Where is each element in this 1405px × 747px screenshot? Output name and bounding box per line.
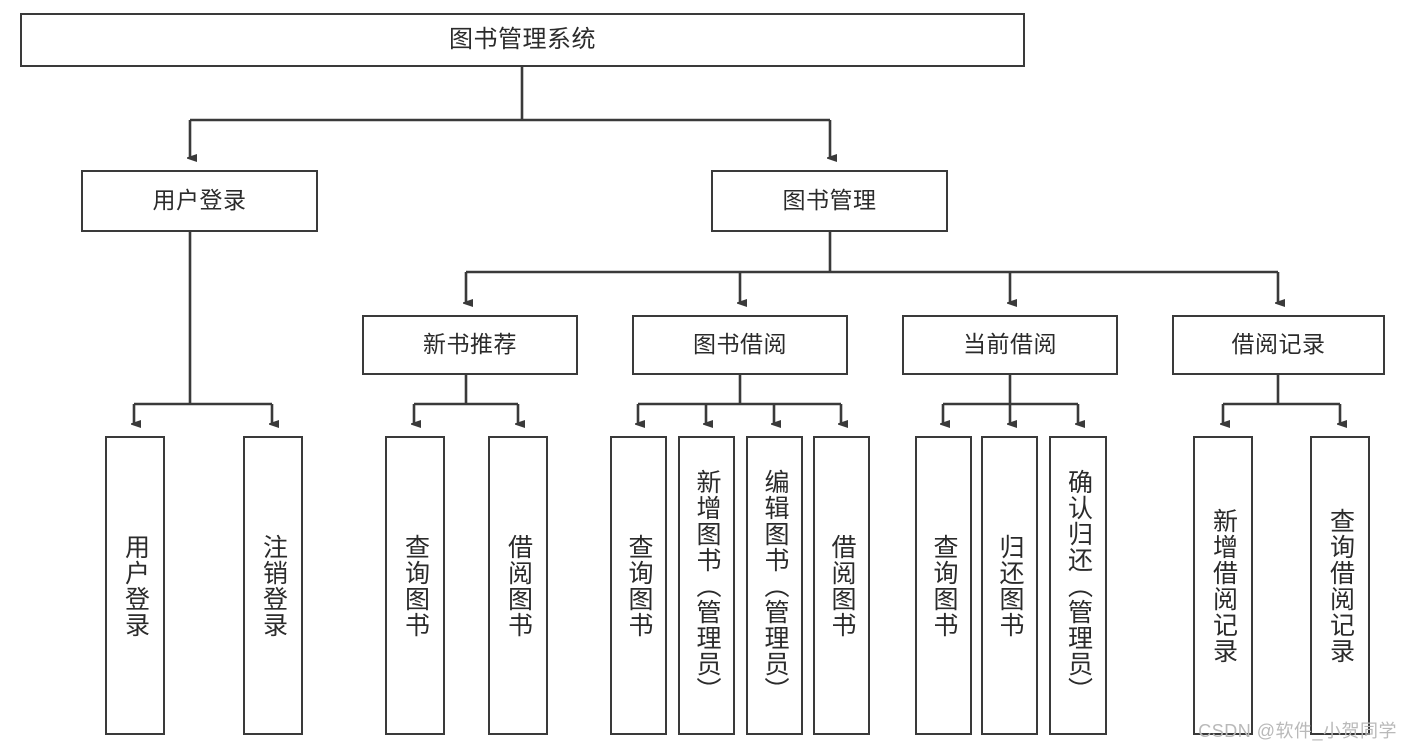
node-label: 归还图书	[996, 533, 1024, 638]
node-label: 查询借阅记录	[1326, 507, 1355, 664]
node-label: 注销登录	[259, 533, 288, 638]
node-user-login[interactable]: 用户登录	[81, 170, 318, 232]
node-label: 借阅记录	[1231, 331, 1326, 358]
node-label: 当前借阅	[963, 331, 1057, 358]
node-new-book-recommend[interactable]: 新书推荐	[362, 315, 578, 375]
csdn-watermark: CSDN @软件_小贺同学	[1198, 721, 1397, 741]
node-label: 借阅图书	[828, 533, 856, 638]
node-current-borrow[interactable]: 当前借阅	[902, 315, 1118, 375]
node-label: 用户登录	[152, 187, 247, 214]
leaf-user-login[interactable]: 用户登录	[105, 436, 165, 735]
leaf-query-book-current[interactable]: 查询图书	[915, 436, 972, 735]
node-label: 新增图书（管理员）	[693, 468, 721, 703]
node-label: 确认归还（管理员）	[1064, 468, 1093, 703]
leaf-add-borrow-record[interactable]: 新增借阅记录	[1193, 436, 1253, 735]
node-book-borrow[interactable]: 图书借阅	[632, 315, 848, 375]
node-label: 借阅图书	[504, 533, 533, 638]
node-label: 用户登录	[121, 533, 150, 638]
node-root-book-management-system[interactable]: 图书管理系统	[20, 13, 1025, 67]
node-borrow-record[interactable]: 借阅记录	[1172, 315, 1385, 375]
leaf-return-book[interactable]: 归还图书	[981, 436, 1038, 735]
leaf-borrow-book-recommend[interactable]: 借阅图书	[488, 436, 548, 735]
leaf-query-borrow-record[interactable]: 查询借阅记录	[1310, 436, 1370, 735]
node-label: 编辑图书（管理员）	[761, 468, 789, 703]
leaf-query-book-recommend[interactable]: 查询图书	[385, 436, 445, 735]
leaf-edit-book-admin[interactable]: 编辑图书（管理员）	[746, 436, 803, 735]
node-label: 图书管理系统	[449, 25, 596, 53]
node-label: 查询图书	[930, 533, 958, 638]
node-label: 图书管理	[782, 187, 877, 214]
leaf-add-book-admin[interactable]: 新增图书（管理员）	[678, 436, 735, 735]
node-label: 查询图书	[625, 533, 653, 638]
leaf-query-book-borrow[interactable]: 查询图书	[610, 436, 667, 735]
leaf-borrow-book[interactable]: 借阅图书	[813, 436, 870, 735]
leaf-logout-login[interactable]: 注销登录	[243, 436, 303, 735]
node-label: 新增借阅记录	[1209, 507, 1238, 664]
node-label: 查询图书	[401, 533, 430, 638]
node-label: 图书借阅	[693, 331, 787, 358]
node-label: 新书推荐	[423, 331, 517, 358]
leaf-confirm-return-admin[interactable]: 确认归还（管理员）	[1049, 436, 1107, 735]
node-book-manage[interactable]: 图书管理	[711, 170, 948, 232]
